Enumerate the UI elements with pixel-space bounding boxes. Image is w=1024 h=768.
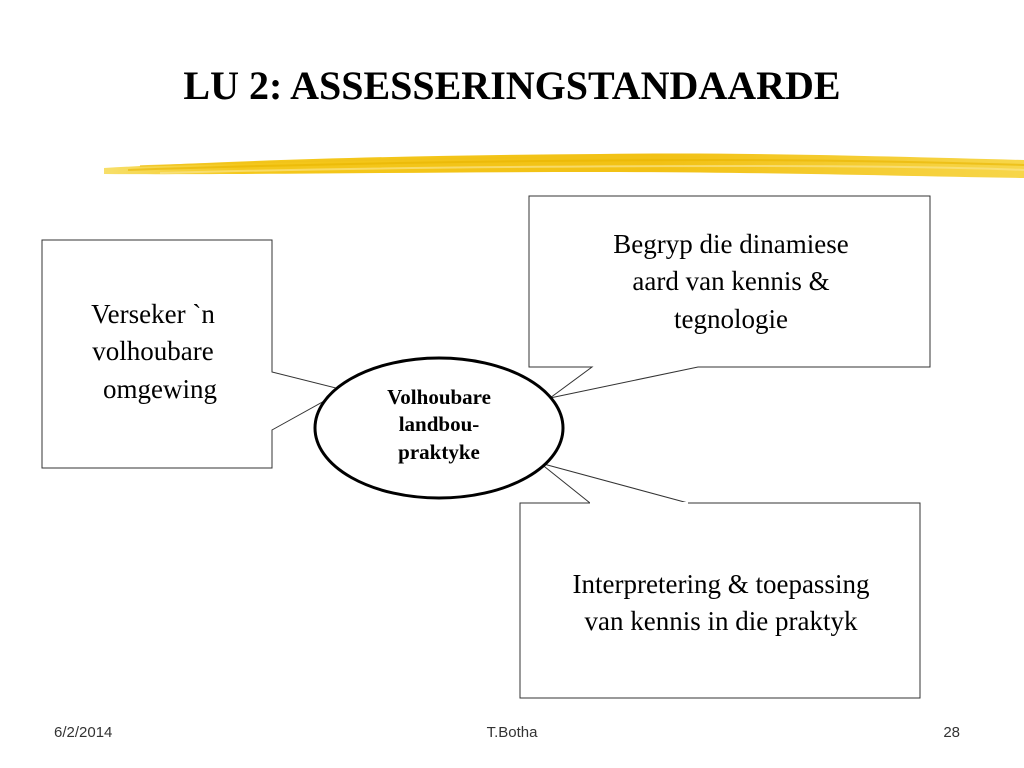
left-callout-line-3: omgewing xyxy=(103,373,217,404)
bottom-right-callout-line-1: Interpretering & toepassing xyxy=(572,569,870,599)
top-right-callout-line-2: aard van kennis & xyxy=(632,266,830,297)
center-ellipse xyxy=(313,356,565,500)
top-right-callout-box xyxy=(528,195,931,399)
top-right-callout-text: Begryp die dinamiese aard van kennis & t… xyxy=(532,226,930,338)
top-right-callout-line-3: tegnologie xyxy=(674,303,788,334)
slide-title: LU 2: ASSESSERINGSTANDAARDE xyxy=(183,63,841,108)
bottom-right-callout-text: Interpretering & toepassing van kennis i… xyxy=(522,566,920,641)
title-underline-stroke xyxy=(104,153,1024,178)
footer-author: T.Botha xyxy=(486,724,538,741)
center-ellipse-text: Volhoubare landbou- praktyke xyxy=(344,384,534,466)
center-ellipse-line-3: praktyke xyxy=(398,439,480,464)
center-ellipse-line-1: Volhoubare xyxy=(387,385,491,409)
left-callout-line-2: volhoubare xyxy=(92,336,214,367)
left-callout-box xyxy=(41,239,346,469)
left-callout-text: Verseker `n volhoubare omgewing xyxy=(48,296,258,408)
center-ellipse-line-2: landbou- xyxy=(398,412,480,437)
left-callout-line-1: Verseker `n xyxy=(91,299,215,329)
footer-page-number: 28 xyxy=(943,724,960,741)
footer-date: 6/2/2014 xyxy=(54,724,113,741)
bottom-right-callout-line-2: van kennis in die praktyk xyxy=(584,606,858,637)
bottom-right-callout-box xyxy=(519,462,921,699)
top-right-callout-line-1: Begryp die dinamiese xyxy=(613,229,849,259)
